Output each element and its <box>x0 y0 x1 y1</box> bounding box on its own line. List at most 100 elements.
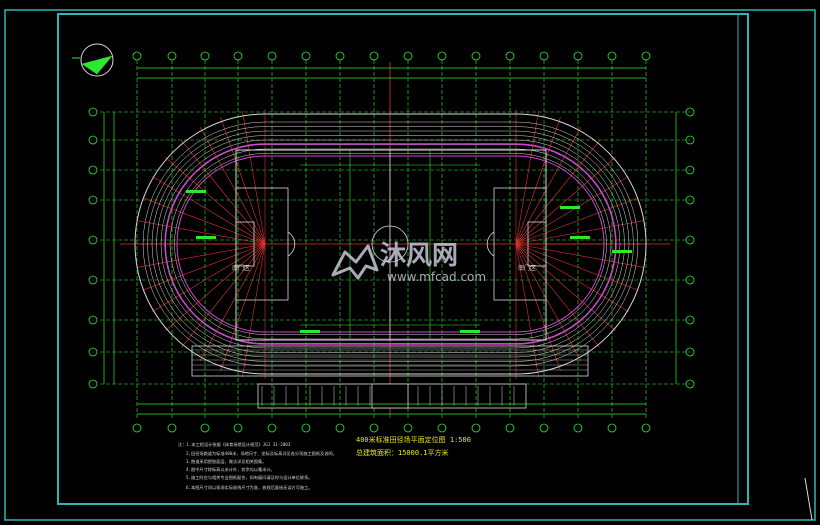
grid-axis-bubble <box>641 423 651 433</box>
general-notes: 注：1.本工程设计依据《体育场馆设计规范》JGJ 31-2003 2.田径场跑道… <box>178 441 337 491</box>
grid-axis-bubble <box>685 275 695 285</box>
radial-line <box>181 243 266 348</box>
grid-axis-bubble <box>200 423 210 433</box>
note-line: 5.施工时应与相关专业图纸配合，如有疑问请及时与设计单位联系。 <box>186 474 312 481</box>
grid-axis-bubble <box>685 107 695 117</box>
grid-axis-bubble <box>437 423 447 433</box>
note-line: 6.本图尺寸须以现场实际放线尺寸为准，放线后复核无误方可施工。 <box>186 484 312 491</box>
north-arrow-icon <box>72 43 114 77</box>
track-lane-line <box>142 121 639 367</box>
grid-axis-bubble <box>88 315 98 325</box>
grid-axis-bubble <box>607 51 617 61</box>
grid-axis-bubble <box>267 51 277 61</box>
grid-axis-bubble <box>685 165 695 175</box>
grid-axis-bubble <box>88 235 98 245</box>
grid-axis-bubble <box>88 379 98 389</box>
right-field-label: 南门区 <box>518 264 536 272</box>
grid-axis-bubble <box>132 51 142 61</box>
field-boundary-line <box>176 155 605 333</box>
grid-axis-bubble <box>369 51 379 61</box>
dimension-tag <box>570 236 590 239</box>
radial-line <box>515 156 616 245</box>
grid-axis-bubble <box>88 135 98 145</box>
radial-line <box>152 243 266 312</box>
grid-axis-bubble <box>301 51 311 61</box>
watermark-url: www.mfcad.com <box>387 270 486 284</box>
dimension-tag <box>186 190 206 193</box>
main-entrance <box>371 383 409 409</box>
track-lane-line <box>151 130 630 358</box>
track-lane-line <box>169 148 612 340</box>
grid-axis-bubble <box>335 423 345 433</box>
grid-axis-bubble <box>607 423 617 433</box>
penalty-arc <box>486 231 495 257</box>
grid-axis-bubble <box>685 195 695 205</box>
radial-line <box>220 243 266 371</box>
radial-line <box>152 176 266 245</box>
center-circle <box>371 225 409 263</box>
note-line: 3.跑道采用塑胶面层，做法详见相关图集。 <box>186 458 266 465</box>
radial-line <box>515 117 561 245</box>
radial-line <box>515 197 639 245</box>
inner-kerb-line <box>164 143 617 345</box>
football-field <box>235 149 547 341</box>
radial-line <box>515 243 582 362</box>
grid-axis-bubble <box>505 51 515 61</box>
grid-axis-bubble <box>267 423 277 433</box>
grid-axis-bubble <box>641 51 651 61</box>
grid-axis-bubble <box>167 51 177 61</box>
grid-axis-bubble <box>200 51 210 61</box>
radial-line <box>242 243 266 377</box>
radial-line <box>515 243 561 371</box>
grid-axis-bubble <box>539 51 549 61</box>
grid-axis-bubble <box>88 165 98 175</box>
drawing-title: 400米标准田径场平面定位图 1:500 <box>356 435 471 444</box>
grid-axis-bubble <box>471 423 481 433</box>
grid-axis-bubble <box>301 423 311 433</box>
grid-axis-bubble <box>685 135 695 145</box>
watermark-brand: 沐风网 <box>380 241 458 271</box>
radial-line <box>515 243 629 312</box>
track-lane-line <box>174 153 607 335</box>
inner-frame <box>57 13 749 505</box>
outer-apron-edge <box>134 113 647 375</box>
radial-line <box>515 243 600 348</box>
radial-line <box>142 243 266 291</box>
dimension-annotations <box>103 67 677 415</box>
note-line: 注：1.本工程设计依据《体育场馆设计规范》JGJ 31-2003 <box>178 441 291 448</box>
radial-line <box>181 140 266 245</box>
penalty-arc <box>287 231 296 257</box>
grid-axis-bubble <box>132 423 142 433</box>
radial-line <box>242 111 266 245</box>
grid-axis-bubble <box>573 423 583 433</box>
grid-axis-bubble <box>403 423 413 433</box>
radial-line <box>165 243 266 332</box>
radial-line <box>142 197 266 245</box>
note-line: 4.图中尺寸除标高以米计外，其余均以毫米计。 <box>186 466 275 473</box>
radial-dimension-lines <box>120 62 670 418</box>
grid-axis-bubble <box>88 347 98 357</box>
grid-axis-bubble <box>88 275 98 285</box>
grid-axis-bubble <box>685 315 695 325</box>
drawing-subtitle: 总建筑面积：15000.1平方米 <box>356 448 449 457</box>
grid-axis-bubble <box>335 51 345 61</box>
radial-line <box>165 156 266 245</box>
radial-line <box>515 126 582 245</box>
grid-axis-bubble <box>471 51 481 61</box>
track-lane-line <box>147 126 634 362</box>
grid-axis-bubble <box>88 195 98 205</box>
grandstand <box>191 345 589 409</box>
radial-line <box>515 111 539 245</box>
left-field-label: 南门区 <box>232 264 250 272</box>
grid-axis-bubble <box>685 235 695 245</box>
grid-axis-bubble <box>539 423 549 433</box>
grid-axis-bubble <box>505 423 515 433</box>
radial-line <box>515 243 639 291</box>
dimension-tag <box>300 330 320 333</box>
grid-axis-bubble <box>369 423 379 433</box>
dimension-tag <box>460 330 480 333</box>
grid-axis-bubble <box>403 51 413 61</box>
grid-axis-bubble <box>167 423 177 433</box>
goal-area <box>527 221 547 267</box>
